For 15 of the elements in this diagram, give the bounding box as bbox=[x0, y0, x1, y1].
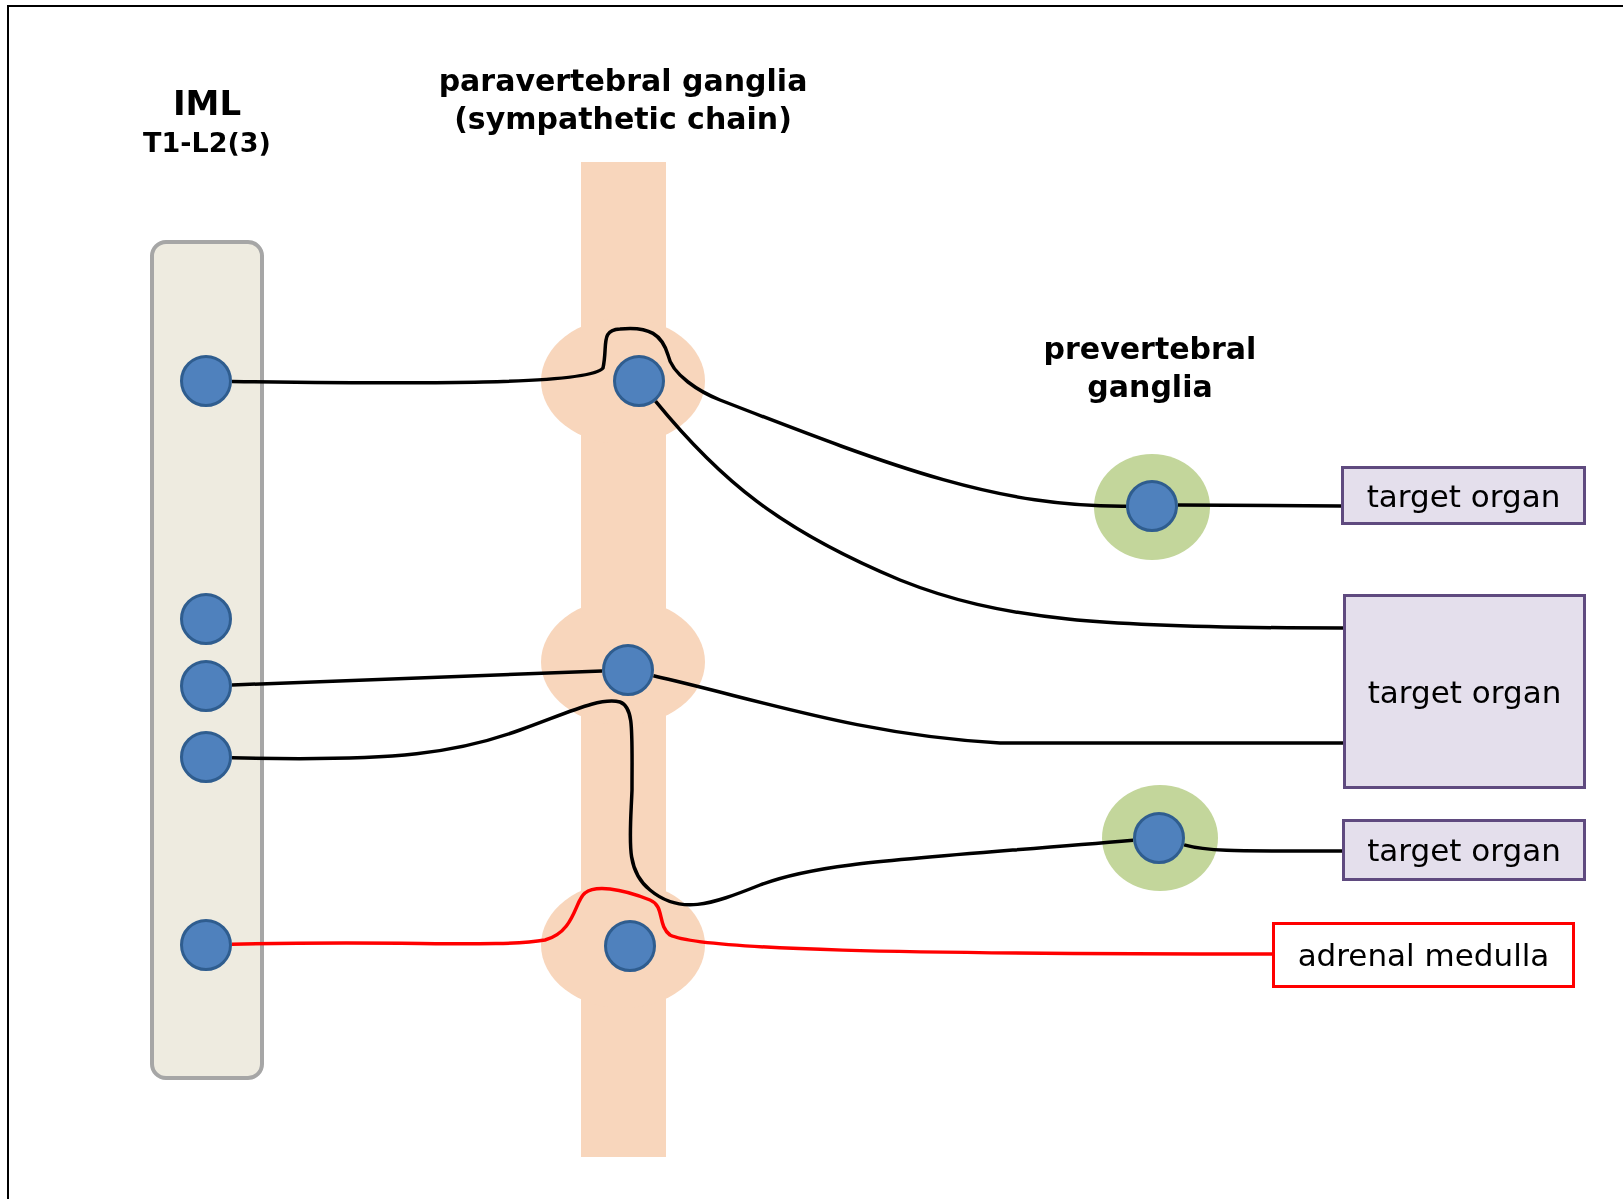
group-sublabel: T1-L2(3) bbox=[142, 126, 272, 160]
organ-label: adrenal medulla bbox=[1297, 937, 1550, 973]
organ-label: target organ bbox=[1367, 673, 1562, 710]
nerve-fiber bbox=[1183, 843, 1342, 853]
organ-label: target organ bbox=[1367, 832, 1561, 868]
organ-label: target organ bbox=[1366, 477, 1561, 514]
nerve-fiber bbox=[231, 326, 1127, 508]
nerve-fiber bbox=[231, 669, 603, 687]
highlighted-nerve-fiber bbox=[231, 887, 1272, 956]
nerve-fiber bbox=[1178, 503, 1341, 508]
nerve-fiber bbox=[653, 674, 1343, 745]
group-label: prevertebral ganglia bbox=[1042, 330, 1258, 405]
nerve-fiber bbox=[231, 699, 1134, 907]
chain-label: paravertebral ganglia (sympathetic chain) bbox=[437, 62, 809, 137]
group-label: IML bbox=[171, 82, 243, 125]
